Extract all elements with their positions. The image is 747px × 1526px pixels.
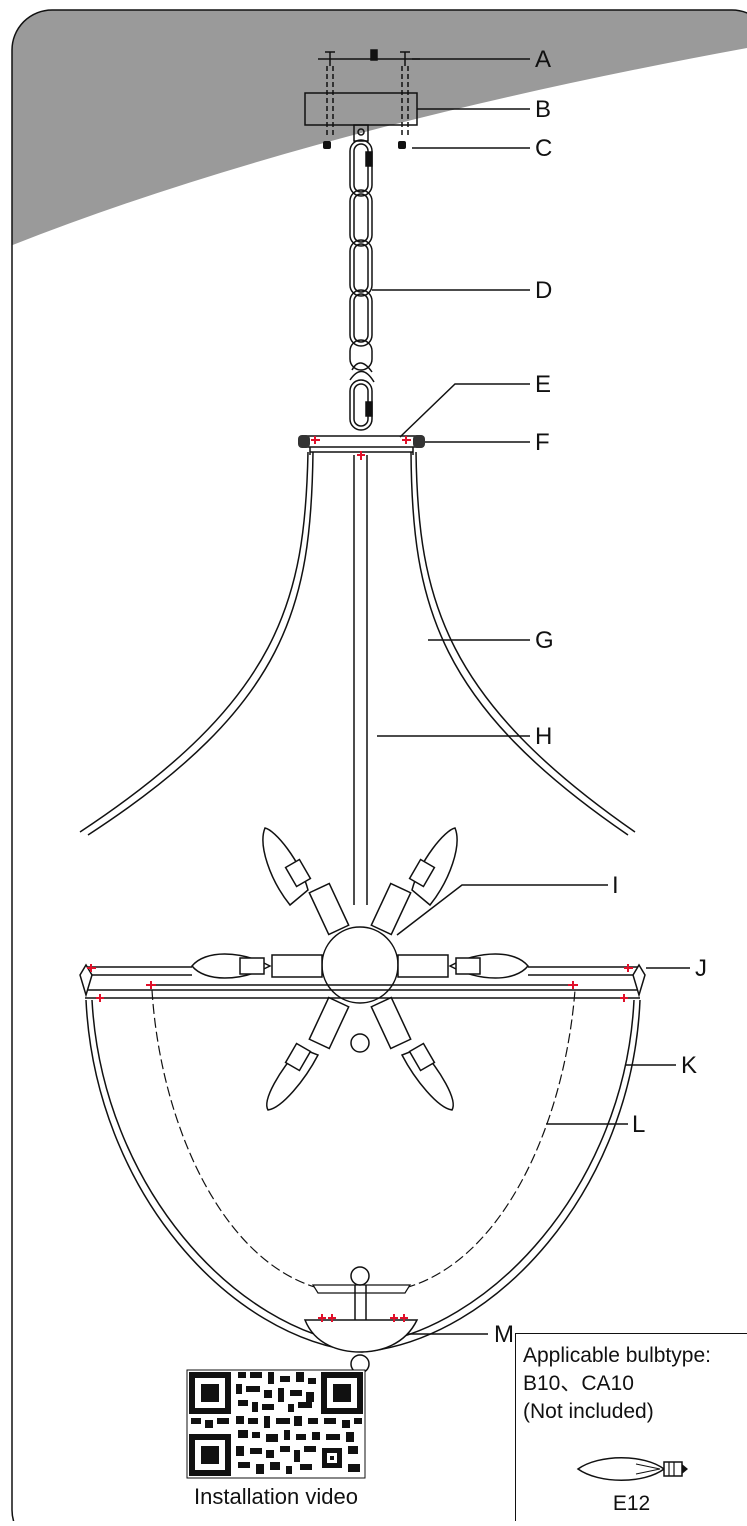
qr-code[interactable] <box>186 1369 366 1479</box>
label-c: C <box>535 135 552 162</box>
label-j: J <box>695 955 707 982</box>
canopy-hook <box>353 124 369 142</box>
bulb-type-heading: Applicable bulbtype: <box>523 1344 711 1367</box>
part-j-middle-ring <box>79 963 646 999</box>
part-d-chain <box>349 139 375 431</box>
page-frame <box>11 9 747 1526</box>
label-m: M <box>494 1321 514 1348</box>
label-e: E <box>535 371 551 398</box>
part-i-light-arms <box>191 827 529 1111</box>
part-g-outer-frame <box>79 451 636 836</box>
label-k: K <box>681 1052 697 1079</box>
part-m-bottom-finial <box>303 1033 419 1374</box>
qr-caption: Installation video <box>194 1484 358 1509</box>
label-h: H <box>535 723 552 750</box>
label-g: G <box>535 627 554 654</box>
bulb-not-included: (Not included) <box>523 1400 654 1423</box>
label-l: L <box>632 1111 645 1138</box>
red-accent-marks <box>87 436 633 1322</box>
part-l-crystal-garland <box>151 989 576 1294</box>
label-i: I <box>612 872 619 899</box>
part-f-end-caps <box>298 435 425 448</box>
label-a: A <box>535 46 551 73</box>
bulb-info-box: Applicable bulbtype: B10、CA10 (Not inclu… <box>515 1333 747 1521</box>
part-h-central-rod <box>353 455 368 905</box>
candle-bulb-icon <box>576 1457 688 1481</box>
label-b: B <box>535 96 551 123</box>
leader-lines <box>372 58 690 1335</box>
bulb-types: B10、CA10 <box>523 1372 634 1395</box>
part-c-nuts <box>323 141 406 149</box>
part-a-mounting-screws <box>318 49 420 138</box>
label-d: D <box>535 277 552 304</box>
part-k-lower-bowl <box>85 999 641 1353</box>
label-f: F <box>535 429 550 456</box>
bulb-socket-type: E12 <box>612 1492 651 1515</box>
